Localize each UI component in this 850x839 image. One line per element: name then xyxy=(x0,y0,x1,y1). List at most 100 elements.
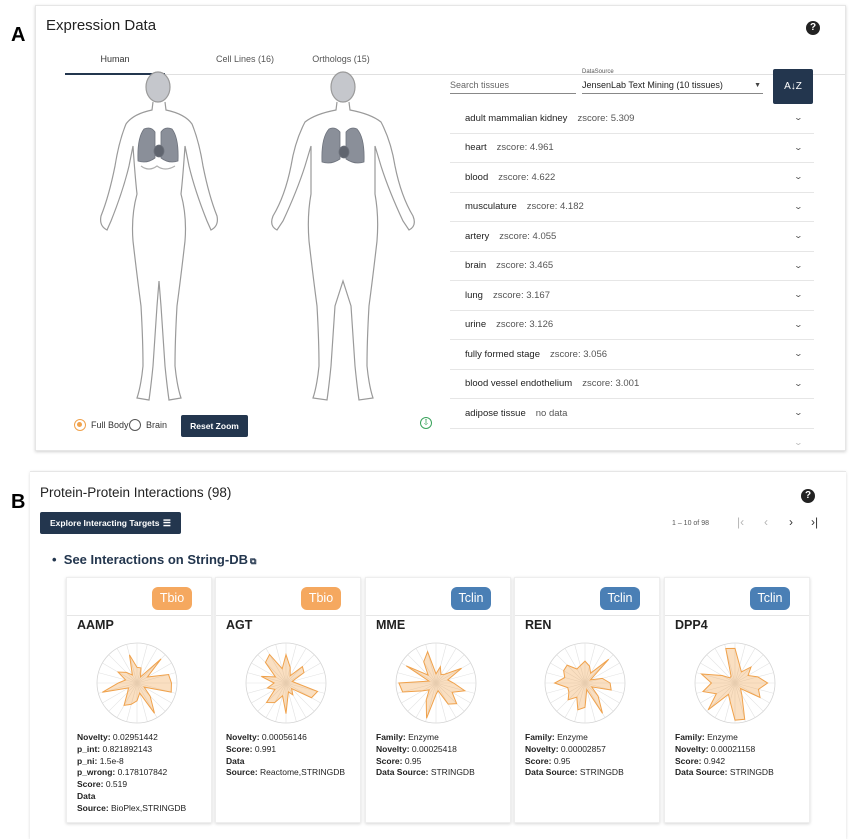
detail-line: Source: BioPlex,STRINGDB xyxy=(77,803,186,815)
detail-value: 0.00025418 xyxy=(411,743,457,754)
sort-az-button[interactable]: A↓Z xyxy=(773,69,813,104)
figure-label-b: B xyxy=(11,491,26,513)
chevron-down-icon[interactable]: ⌄ xyxy=(793,172,804,181)
target-level-badge: Tbio xyxy=(152,587,192,610)
detail-line: Data Source: STRINGDB xyxy=(525,767,624,779)
chevron-down-icon[interactable]: ⌄ xyxy=(793,378,804,388)
search-tissues-input[interactable]: Search tissues xyxy=(450,76,576,94)
chevron-down-icon[interactable]: ⌄ xyxy=(793,290,804,299)
target-name[interactable]: AGT xyxy=(226,618,253,632)
target-name[interactable]: REN xyxy=(525,618,552,632)
chevron-down-icon[interactable]: ⌄ xyxy=(793,260,804,270)
detail-line: Novelty: 0.00025418 xyxy=(376,744,475,756)
detail-key: Novelty: xyxy=(525,743,559,754)
detail-value: 0.00002857 xyxy=(560,743,606,754)
detail-key: p_ni: xyxy=(77,755,98,766)
help-icon[interactable]: ? xyxy=(806,21,820,35)
detail-value: 0.821892143 xyxy=(102,743,153,754)
tissue-score: zscore: 3.465 xyxy=(496,260,554,272)
detail-key: Family: xyxy=(525,732,555,742)
female-figure xyxy=(100,71,218,401)
detail-key: Family: xyxy=(675,732,705,742)
detail-key: Score: xyxy=(77,779,104,790)
last-page-icon[interactable]: ›| xyxy=(811,515,819,529)
reset-zoom-button[interactable]: Reset Zoom xyxy=(181,415,248,437)
chevron-down-icon[interactable]: ⌄ xyxy=(793,408,804,417)
first-page-icon[interactable]: |‹ xyxy=(737,515,745,529)
chevron-down-icon[interactable]: ⌄ xyxy=(793,201,804,211)
chevron-down-icon[interactable]: ⌄ xyxy=(793,319,804,329)
radar-chart xyxy=(544,642,626,724)
tissue-name: blood vessel endothelium xyxy=(465,378,573,390)
chevron-down-icon[interactable]: ⌄ xyxy=(793,231,804,240)
tab-orthologs[interactable]: Orthologs (15) xyxy=(312,54,370,64)
detail-line: p_int: 0.821892143 xyxy=(77,744,186,756)
detail-key: Data xyxy=(226,755,245,766)
help-icon[interactable]: ? xyxy=(801,489,815,503)
detail-value: 0.942 xyxy=(703,755,726,766)
detail-value: 0.95 xyxy=(553,755,571,766)
detail-key: Score: xyxy=(525,755,552,766)
full-body-label: Full Body xyxy=(91,420,129,430)
tissue-name: lung xyxy=(465,289,483,301)
detail-key: p_int: xyxy=(77,743,101,754)
string-db-link[interactable]: • See Interactions on String-DB⧉ xyxy=(52,552,256,567)
chevron-down-icon[interactable]: ⌄ xyxy=(793,349,804,358)
detail-line: Novelty: 0.00002857 xyxy=(525,744,624,756)
chevron-down-icon[interactable]: ⌄ xyxy=(793,113,804,122)
target-name[interactable]: AAMP xyxy=(77,618,114,632)
bullet: • xyxy=(52,552,64,567)
detail-key: Novelty: xyxy=(226,732,260,742)
divider xyxy=(67,615,211,616)
tissue-name: heart xyxy=(465,142,487,154)
tab-cell-lines[interactable]: Cell Lines (16) xyxy=(215,54,275,64)
explore-interacting-targets-button[interactable]: Explore Interacting Targets ☰ xyxy=(40,512,181,534)
brain-radio[interactable]: Brain xyxy=(129,419,167,431)
tissue-name: adipose tissue xyxy=(465,407,526,419)
tissue-name: musculature xyxy=(465,201,517,213)
next-page-icon[interactable]: › xyxy=(789,515,793,529)
detail-line: Score: 0.95 xyxy=(525,756,624,768)
radar-chart xyxy=(245,642,327,724)
detail-key: Novelty: xyxy=(376,743,410,754)
divider xyxy=(665,615,809,616)
download-icon[interactable]: ⇩ xyxy=(420,417,432,429)
datasource-select[interactable]: JensenLab Text Mining (10 tissues) ▼ xyxy=(582,77,763,94)
full-body-radio[interactable]: Full Body xyxy=(74,419,129,431)
previous-page-icon[interactable]: ‹ xyxy=(764,515,768,529)
anatomy-body-diagram[interactable] xyxy=(71,66,441,411)
ppi-title: Protein-Protein Interactions (98) xyxy=(40,485,232,500)
expression-title: Expression Data xyxy=(46,17,157,34)
detail-value: 0.991 xyxy=(254,743,277,754)
target-name[interactable]: DPP4 xyxy=(675,618,708,632)
detail-line: Score: 0.942 xyxy=(675,756,774,768)
explore-button-label: Explore Interacting Targets xyxy=(50,518,160,528)
male-figure xyxy=(271,71,415,401)
target-name[interactable]: MME xyxy=(376,618,406,632)
detail-key: Data Source: xyxy=(376,767,429,778)
caret-down-icon: ▼ xyxy=(754,82,761,89)
tab-human[interactable]: Human xyxy=(65,44,165,75)
ppi-panel: Protein-Protein Interactions (98) ? Expl… xyxy=(30,471,846,839)
detail-line: Novelty: 0.00021158 xyxy=(675,744,774,756)
chevron-down-icon[interactable]: ⌄ xyxy=(793,142,804,152)
